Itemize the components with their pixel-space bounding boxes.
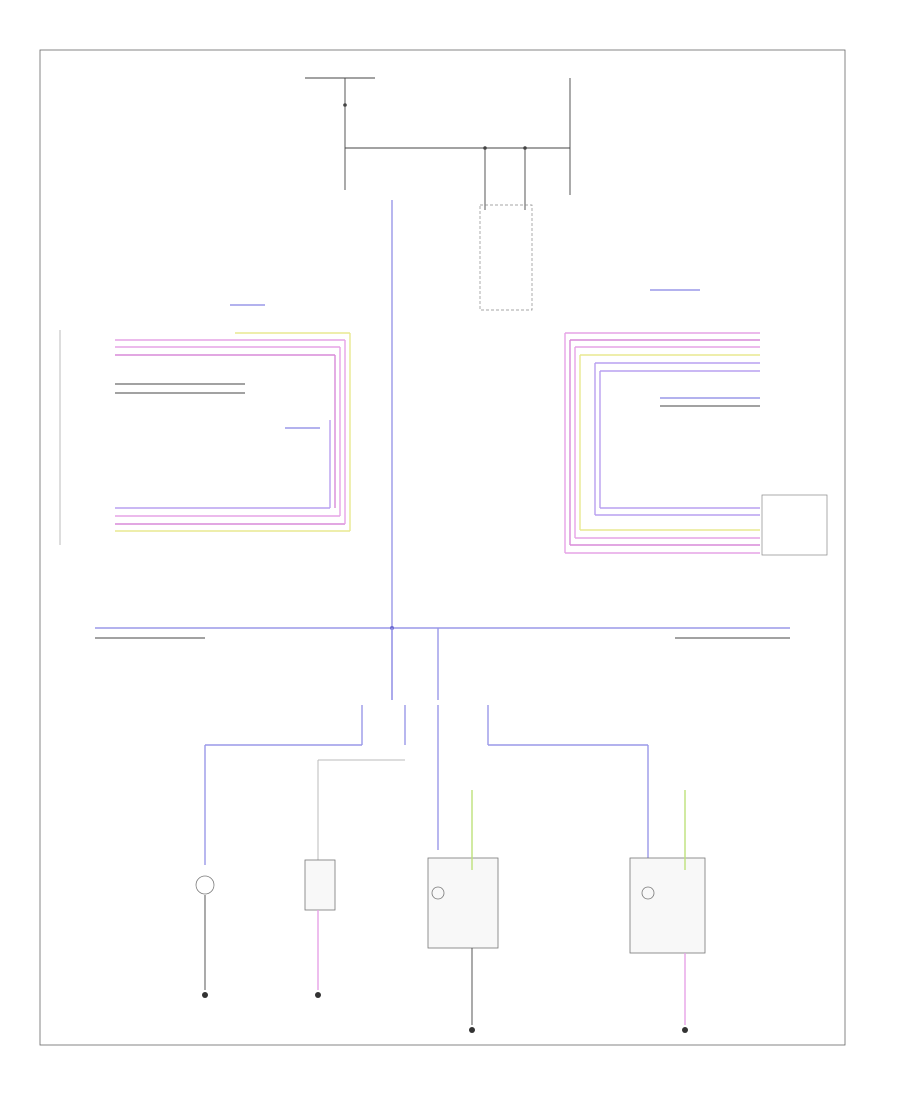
left-transmission-connector [59,304,351,545]
lamp-right-rear-2 [629,790,706,1025]
reverse-lamp-switch [479,204,533,311]
right-transmission-connector [564,289,828,556]
horizontal-bus [95,626,790,639]
lamp-left-rear-2 [304,859,336,990]
ground-3 [469,1027,475,1033]
diagram-frame [39,49,846,1046]
lower-distribution [204,628,649,865]
ground-1 [202,992,208,998]
ground-4 [682,1027,688,1033]
lamp-right-rear [427,790,499,1025]
top-fuse-block [305,77,571,210]
lamp-left-rear [195,875,215,990]
ground-2 [315,992,321,998]
